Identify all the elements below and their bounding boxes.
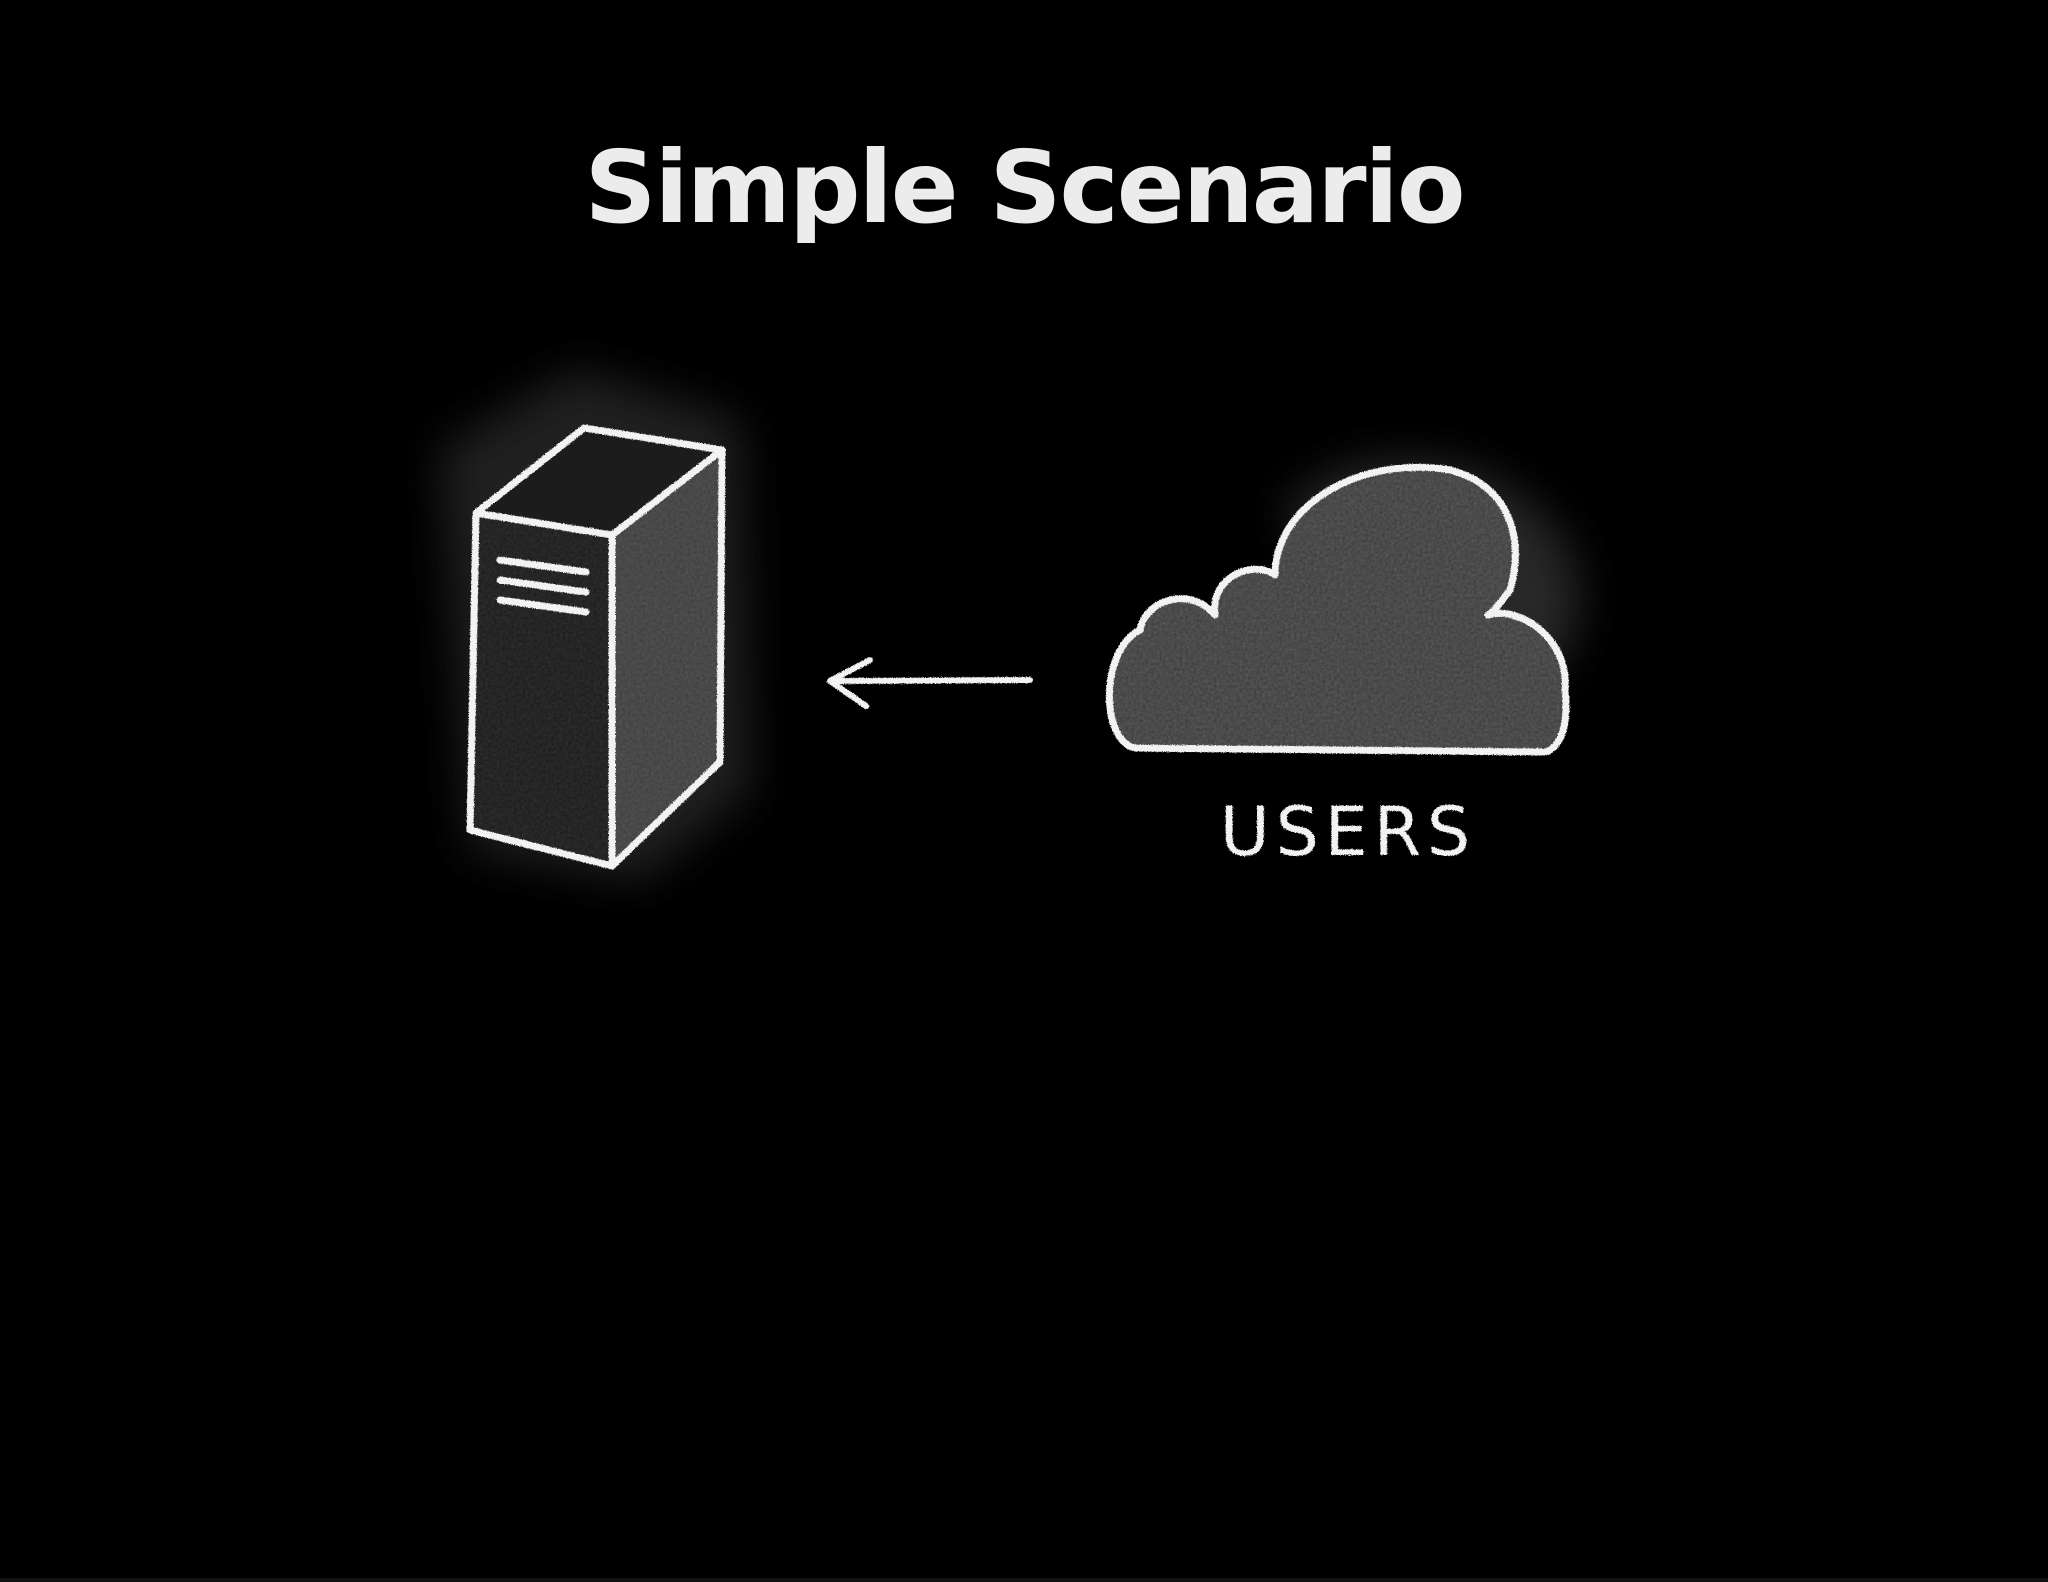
server-tower-icon (440, 370, 750, 880)
slide-title: Simple Scenario (584, 129, 1465, 246)
arrow-left-icon (827, 657, 1033, 709)
bottom-edge-divider (0, 1578, 2048, 1582)
cloud-icon (1105, 460, 1579, 756)
cloud-label: USERS (1220, 793, 1476, 872)
